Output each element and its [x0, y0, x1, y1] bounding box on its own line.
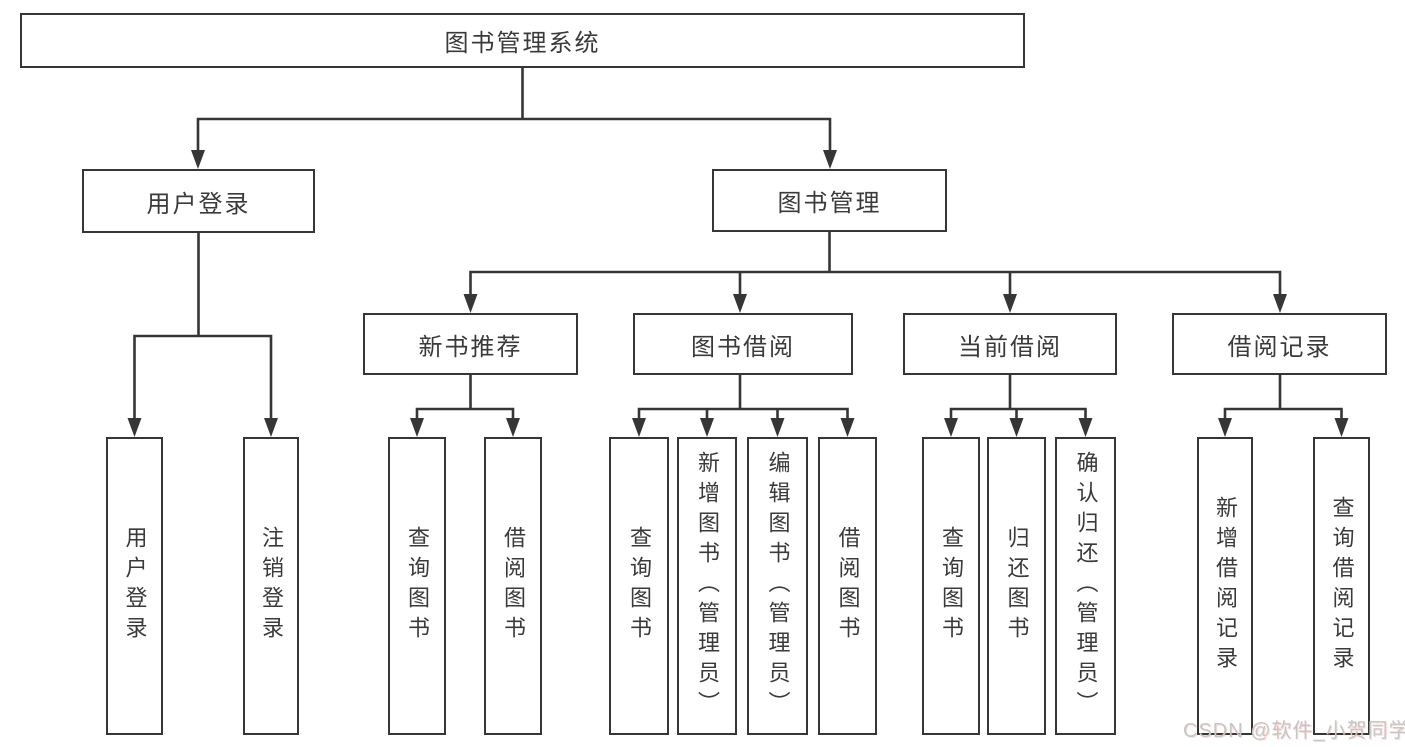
leaf-label: 查询图书: [939, 526, 964, 646]
leaf-logout: 注销登录: [243, 437, 299, 735]
node-root-library-system: 图书管理系统: [20, 13, 1025, 68]
leaf-label: 归还图书: [1004, 526, 1030, 646]
leaf-label: 编辑图书（管理员）: [765, 451, 791, 721]
leaf-label: 注销登录: [259, 526, 284, 646]
leaf-cur-confirm-return-admin: 确认归还（管理员）: [1055, 437, 1116, 735]
node-user-login: 用户登录: [82, 169, 315, 233]
leaf-rec-borrow-books: 借阅图书: [484, 437, 542, 735]
leaf-label: 查询图书: [405, 526, 430, 646]
node-book-management: 图书管理: [712, 169, 947, 232]
leaf-bb-query-books: 查询图书: [609, 437, 669, 735]
leaf-label: 新增借阅记录: [1213, 496, 1238, 676]
leaf-label: 确认归还（管理员）: [1073, 451, 1099, 721]
leaf-label: 用户登录: [122, 526, 148, 646]
leaf-label: 查询借阅记录: [1329, 496, 1355, 676]
leaf-bb-borrow-books: 借阅图书: [818, 437, 877, 735]
leaf-rec-query-books: 查询图书: [388, 437, 446, 735]
leaf-label: 查询图书: [627, 526, 652, 646]
node-borrowing-records: 借阅记录: [1172, 313, 1387, 375]
leaf-bb-add-books-admin: 新增图书（管理员）: [677, 437, 737, 735]
node-current-borrowing: 当前借阅: [903, 313, 1117, 375]
leaf-label: 借阅图书: [501, 526, 526, 646]
leaf-cur-query-books: 查询图书: [922, 437, 980, 735]
leaf-user-login: 用户登录: [106, 437, 163, 735]
node-book-borrowing: 图书借阅: [633, 313, 853, 375]
leaf-bb-edit-books-admin: 编辑图书（管理员）: [747, 437, 808, 735]
leaf-label: 借阅图书: [835, 526, 861, 646]
leaf-label: 新增图书（管理员）: [695, 451, 720, 721]
node-new-book-recommend: 新书推荐: [363, 313, 578, 375]
leaf-rcd-query-record: 查询借阅记录: [1313, 437, 1370, 735]
leaf-cur-return-books: 归还图书: [987, 437, 1046, 735]
leaf-rcd-add-record: 新增借阅记录: [1197, 437, 1253, 735]
